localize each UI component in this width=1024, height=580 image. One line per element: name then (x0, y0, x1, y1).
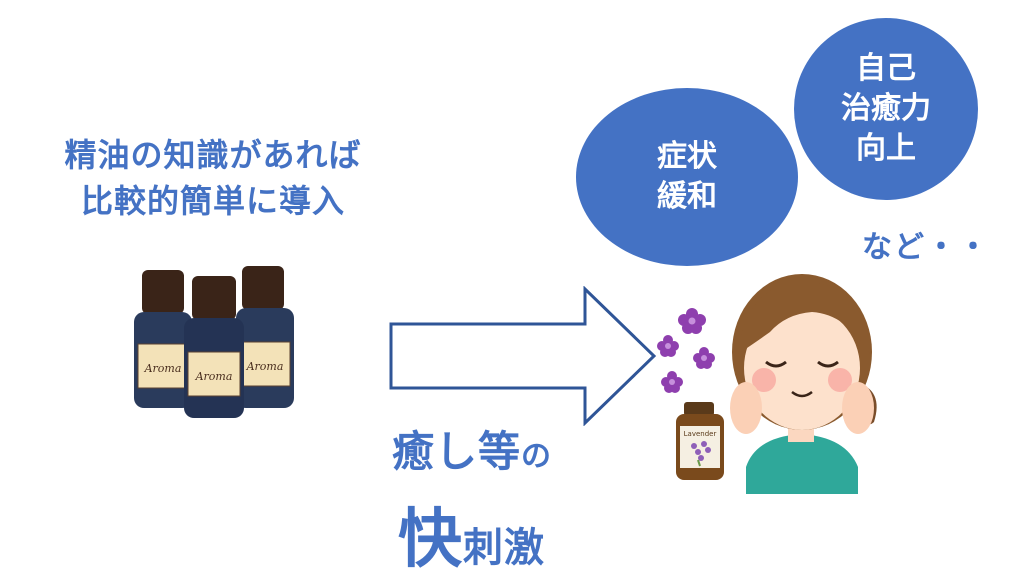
relaxed-woman-illustration (730, 274, 877, 494)
aroma-label-right: Aroma (246, 360, 284, 373)
bubble-self-healing: 自己 治癒力 向上 (794, 18, 978, 200)
aroma-bottle-left: Aroma (134, 270, 192, 408)
stimulus-stimulus-text: 刺激 (463, 525, 545, 571)
caption-line-1: 精油の知識があれば (64, 136, 362, 174)
stimulus-pleasant-text: 快 (398, 503, 463, 577)
bubble-2-line-2: 治癒力 (841, 91, 931, 126)
caption-essential-oil: 精油の知識があれば 比較的簡単に導入 (18, 132, 408, 224)
flower-icons (657, 308, 715, 393)
stimulus-line-2: 快刺激 (398, 488, 545, 580)
stimulus-particle: の (521, 439, 553, 474)
stimulus-line-1: 癒し等の (392, 418, 552, 479)
caption-line-2: 比較的簡単に導入 (80, 182, 345, 220)
aroma-bottle-front: Aroma (184, 276, 244, 418)
aroma-label-front: Aroma (195, 370, 233, 383)
lavender-bottle-illustration: Lavender (676, 402, 724, 480)
right-arrow-icon (389, 286, 657, 426)
flower-icon (661, 371, 683, 393)
aroma-label-left: Aroma (144, 362, 182, 375)
bubble-symptom-relief: 症状 緩和 (576, 88, 798, 266)
etc-text: など・・ (862, 230, 990, 265)
bubble-1-line-1: 症状 (657, 139, 717, 174)
stimulus-healing-text: 癒し等 (392, 427, 522, 476)
flower-icon (678, 308, 706, 334)
bubble-2-line-1: 自己 (856, 51, 916, 86)
lavender-label: Lavender (684, 430, 717, 438)
flower-icon (657, 335, 679, 357)
bubble-1-line-2: 緩和 (657, 179, 717, 214)
aroma-bottle-right: Aroma (236, 266, 294, 408)
bubble-2-line-3: 向上 (856, 131, 916, 166)
flower-icon (693, 347, 715, 369)
aroma-bottles-illustration: Aroma Aroma Aroma (134, 266, 294, 418)
